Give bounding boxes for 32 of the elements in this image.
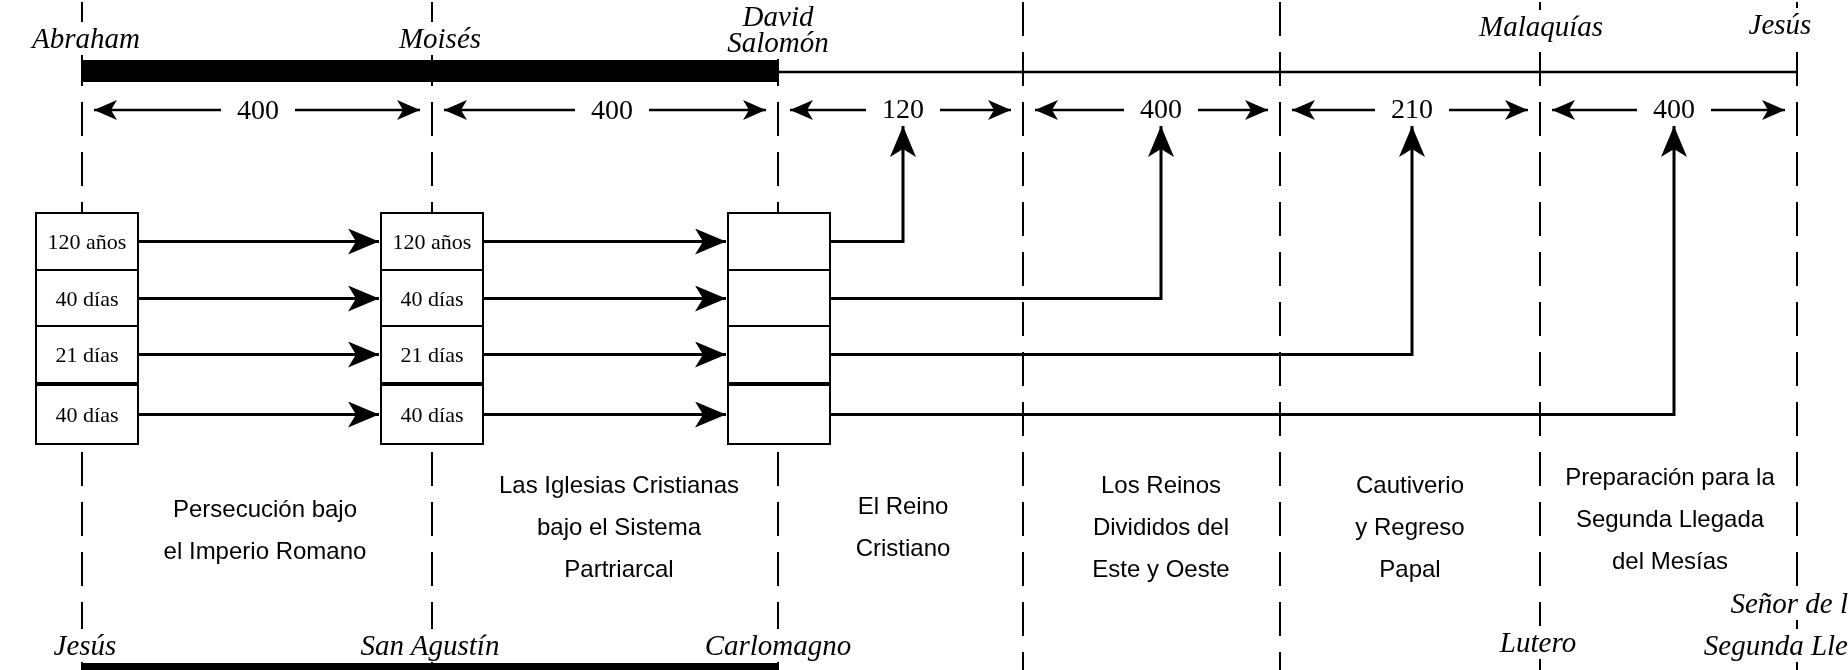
person-name: Carlomagno (704, 629, 852, 662)
arrow (139, 228, 379, 255)
arrow (484, 401, 726, 428)
person-name: Malaquías (1478, 10, 1604, 43)
arrow (831, 126, 1425, 356)
duration-cell: 40 días (380, 384, 484, 445)
empty-cell (727, 269, 831, 328)
person-name: San Agustín (360, 629, 500, 662)
arrow (484, 285, 726, 312)
arrow (484, 341, 726, 368)
duration-cell: 40 días (35, 269, 139, 328)
person-name: Moisés (398, 22, 482, 55)
duration-cell: 120 años (380, 212, 484, 271)
arrow (831, 126, 1174, 300)
arrow (139, 285, 379, 312)
empty-cell (727, 384, 831, 445)
person-name: Abraham (32, 22, 140, 55)
arrow (484, 228, 726, 255)
duration-cell: 40 días (35, 384, 139, 445)
duration-cell: 40 días (380, 269, 484, 328)
person-name: Jesús (53, 629, 117, 662)
person-name: Segunda Lle (1703, 629, 1848, 662)
duration-cell: 120 años (35, 212, 139, 271)
duration-cell: 21 días (380, 325, 484, 384)
arrow (139, 401, 379, 428)
person-name: Lutero (1499, 626, 1577, 659)
duration-cell: 21 días (35, 325, 139, 384)
arrow (831, 126, 916, 243)
empty-cell (727, 212, 831, 271)
arrow (831, 126, 1687, 416)
empty-cell (727, 325, 831, 384)
arrow (139, 341, 379, 368)
